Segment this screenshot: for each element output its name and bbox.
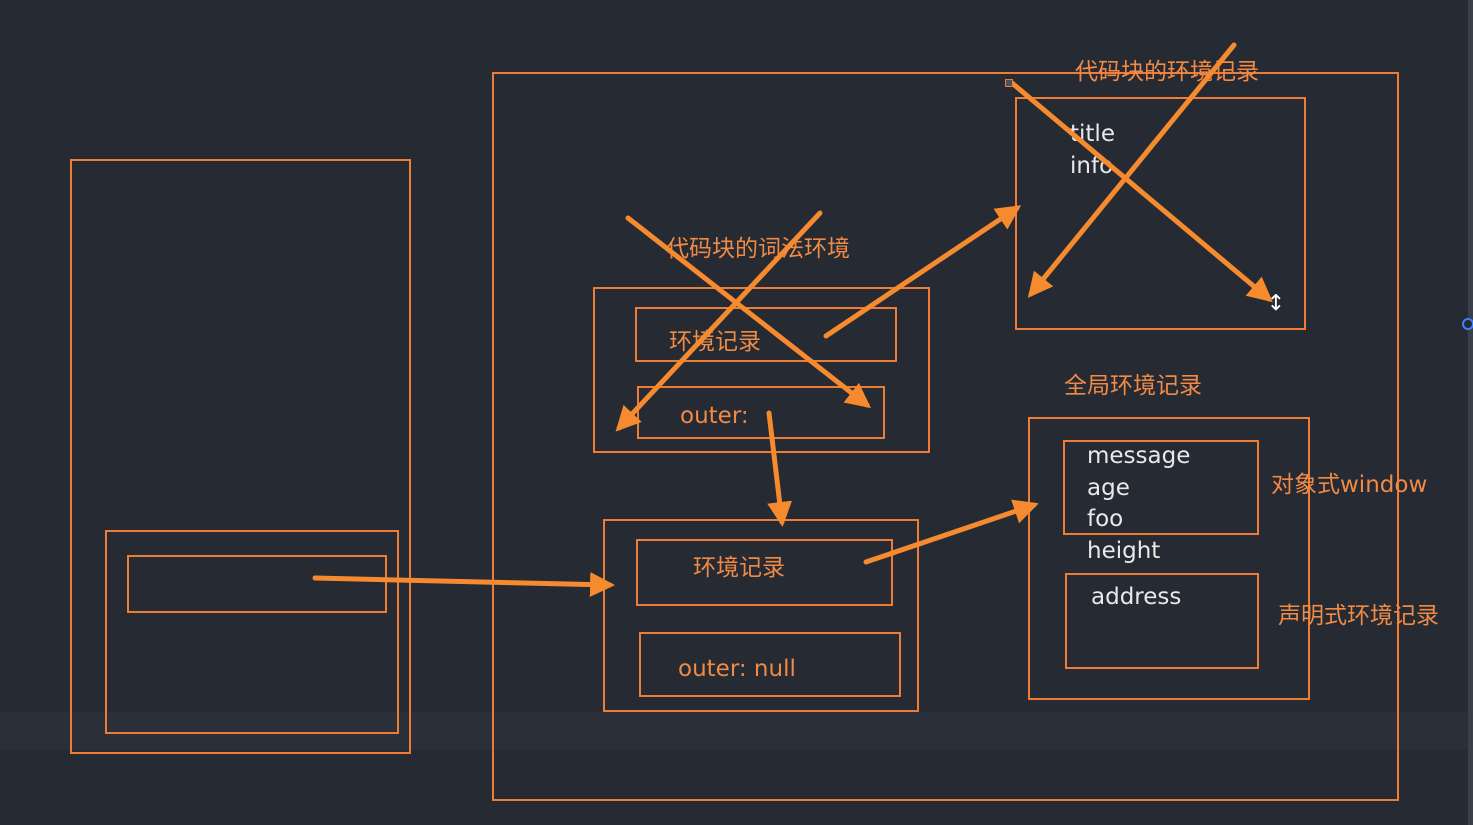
- label-code-block-env-record: 代码块的环境记录: [1075, 59, 1259, 85]
- arrow-global-record-to-global-env-record: [863, 499, 1039, 565]
- selection-handle-square[interactable]: [1005, 79, 1013, 87]
- object-env-record-box[interactable]: [1063, 440, 1259, 535]
- background-band: [0, 712, 1473, 750]
- cross-env-record-b: [1009, 80, 1273, 303]
- label-global-env-record: 全局环境记录: [1064, 373, 1202, 399]
- lexical-environment-slot[interactable]: [127, 555, 387, 613]
- global-execution-context[interactable]: [105, 530, 399, 734]
- label-outer-bottom: outer: null: [678, 656, 796, 682]
- global-environment-record[interactable]: [1028, 417, 1310, 700]
- label-env-record-bottom: 环境记录: [693, 555, 785, 581]
- arrow-stack-to-global-env: [312, 572, 615, 598]
- arrow-block-record-to-block-env-record: [823, 205, 1022, 339]
- cross-env-record-a: [1027, 42, 1237, 298]
- declarative-env-record-box[interactable]: [1065, 573, 1259, 669]
- label-outer-top: outer:: [680, 403, 749, 429]
- global-env-record-field[interactable]: [636, 539, 893, 606]
- label-object-window: 对象式window: [1271, 472, 1428, 498]
- cross-lexical-env-b: [625, 215, 871, 409]
- execution-context-stack[interactable]: [70, 159, 411, 754]
- resize-vertical-cursor-icon: ↕: [1266, 291, 1286, 316]
- var-message: message: [1087, 443, 1191, 469]
- label-declarative-env-record: 声明式环境记录: [1278, 603, 1439, 629]
- selection-handle-icon[interactable]: [1462, 318, 1473, 330]
- label-code-block-lexical-env: 代码块的词法环境: [666, 236, 850, 262]
- block-env-record-field[interactable]: [635, 307, 897, 362]
- arrow-outer-to-global-env: [766, 410, 793, 527]
- environment-container[interactable]: [492, 72, 1399, 801]
- var-address: address: [1091, 584, 1182, 610]
- var-age: age: [1087, 475, 1130, 501]
- canvas-right-edge: [1468, 0, 1473, 825]
- global-outer-field[interactable]: [639, 632, 901, 697]
- block-lexical-environment[interactable]: [593, 287, 930, 453]
- var-height: height: [1087, 538, 1161, 564]
- global-lexical-environment[interactable]: [603, 519, 919, 712]
- cross-lexical-env-a: [615, 210, 823, 432]
- var-foo: foo: [1087, 506, 1124, 532]
